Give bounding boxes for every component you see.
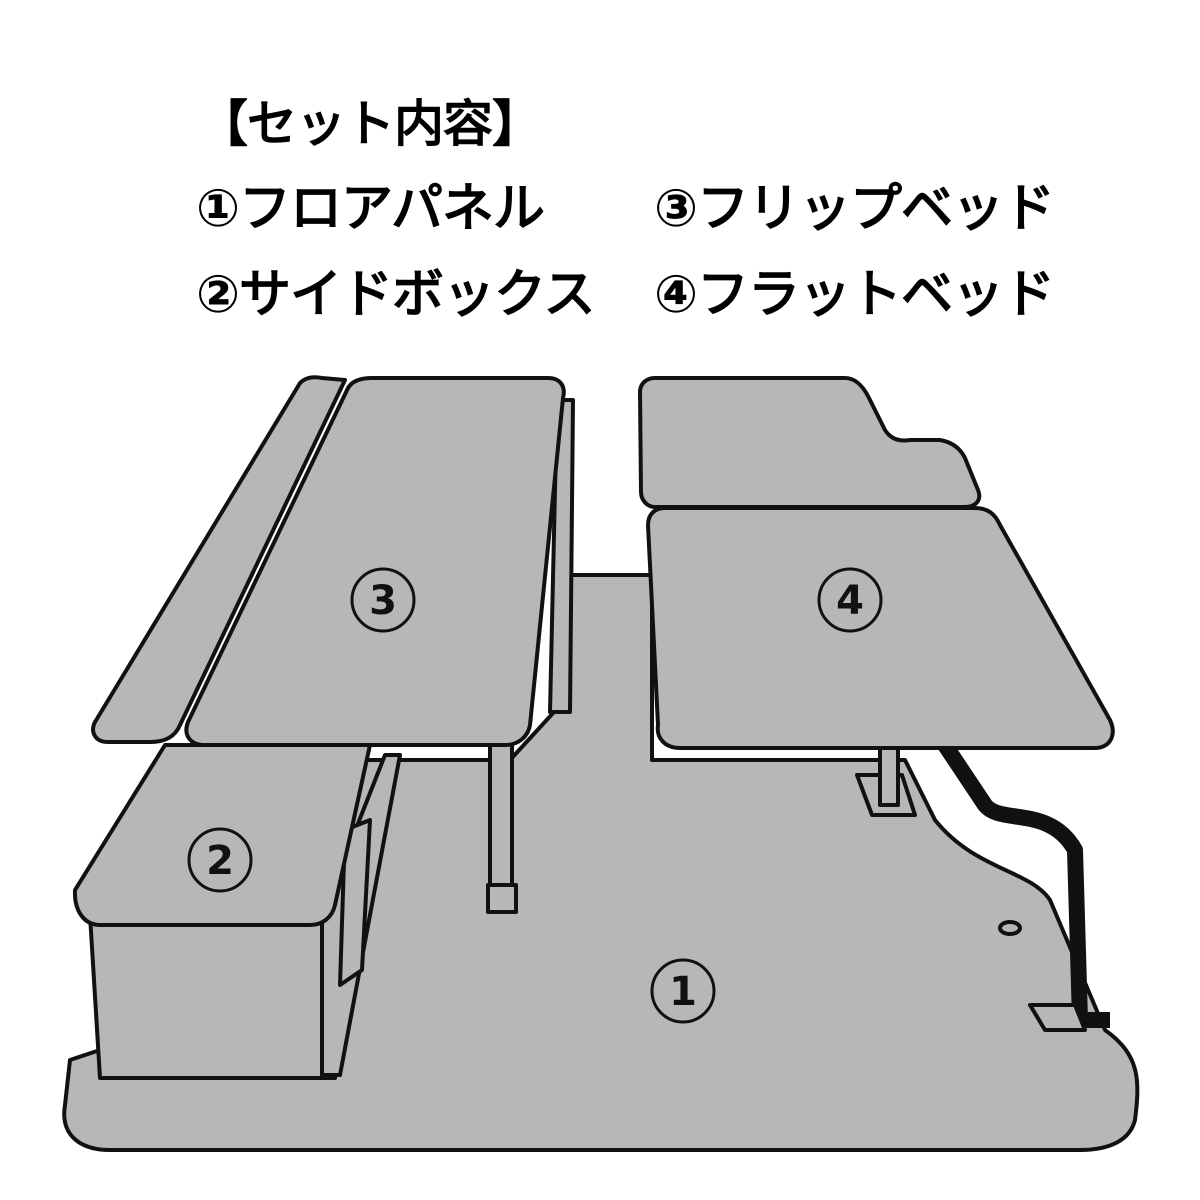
flat-bed-back-board — [638, 376, 982, 509]
flip-bed-main-board — [184, 376, 566, 747]
marker-1-circle — [650, 958, 716, 1024]
marker-1-label: 1 — [669, 969, 697, 1015]
side-box-top — [72, 743, 372, 927]
item-side-box: ②サイドボックス — [196, 265, 595, 325]
flat-bed-rail — [938, 740, 1110, 1028]
flip-bed-leg-foot — [486, 883, 518, 914]
flat-bed-leg — [878, 740, 900, 807]
marker-4-label: 4 — [836, 578, 864, 624]
item-floor-panel: ①フロアパネル — [196, 179, 545, 239]
marker-3-label: 3 — [369, 578, 397, 624]
flip-bed-left-board — [91, 375, 347, 744]
flat-bed-main-board — [646, 506, 1115, 750]
side-box-front — [88, 913, 337, 1080]
marker-4-circle — [817, 567, 883, 633]
floor-hole — [998, 920, 1022, 936]
marker-3-circle — [350, 567, 416, 633]
flip-bed-leg — [488, 738, 514, 892]
marker-2-circle — [187, 827, 253, 893]
marker-2-label: 2 — [206, 838, 234, 884]
item-flat-bed: ④フラットベッド — [654, 265, 1055, 325]
item-flip-bed: ③フリップベッド — [654, 179, 1055, 239]
side-box-handle — [338, 818, 372, 987]
set-contents-heading: 【セット内容】 — [198, 95, 542, 153]
flat-bed-rail-base — [1028, 1003, 1087, 1032]
